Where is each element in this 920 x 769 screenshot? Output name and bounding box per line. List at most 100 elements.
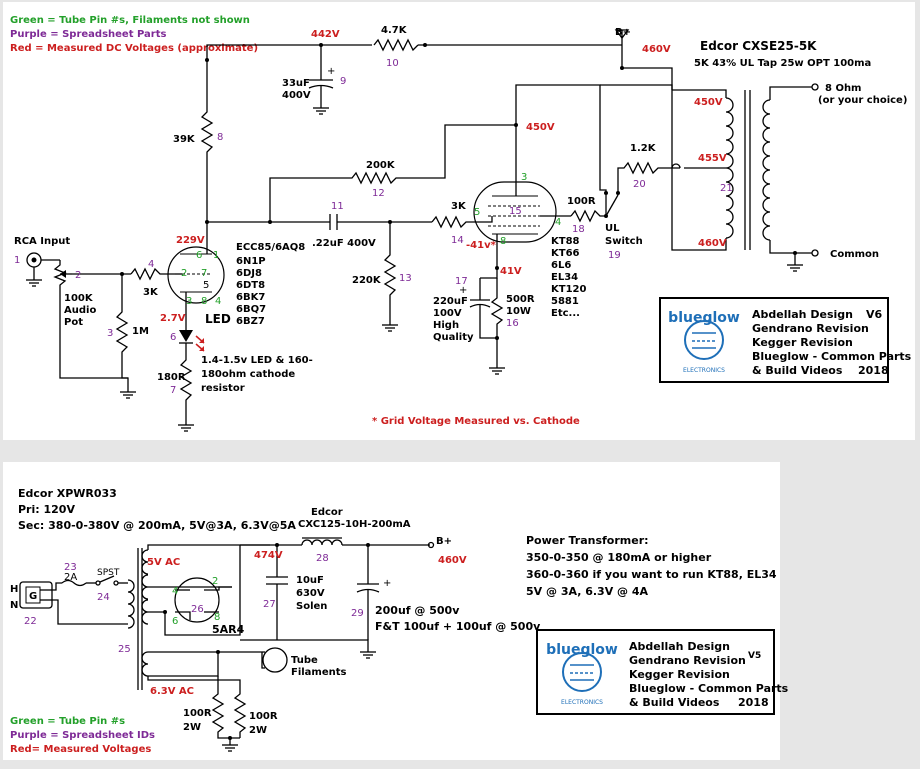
v63ac-label: 6.3V AC — [150, 686, 194, 697]
choke-id: 28 — [316, 553, 329, 564]
t2-type7: Etc... — [551, 308, 580, 319]
t1-sub1: 6N1P — [236, 256, 266, 267]
pot-id: 2 — [75, 270, 81, 281]
r4-value: 3K — [143, 287, 159, 298]
r14-id: 14 — [451, 235, 464, 246]
r13-id: 13 — [399, 273, 412, 284]
t1-pin8: 8 — [201, 296, 207, 307]
c29-value: 200uf @ 500v — [375, 604, 460, 617]
rect-pin4: 4 — [172, 586, 178, 597]
blueglow-logo-2: blueglow ELECTRONICS — [546, 642, 618, 706]
r12-id: 12 — [372, 188, 385, 199]
output-cathode-network — [469, 266, 505, 375]
r10-value: 4.7K — [381, 25, 408, 36]
r100b-power: 2W — [249, 725, 267, 736]
r8-id: 8 — [217, 132, 223, 143]
v450-plate: 450V — [526, 122, 555, 133]
r14-value: 3K — [451, 201, 467, 212]
bplus-label: B+ — [615, 27, 631, 38]
t1-sub5: 6BQ7 — [236, 304, 266, 315]
r3-resistor — [115, 274, 136, 399]
psu-legend-green: Green = Tube Pin #s — [10, 716, 125, 727]
led-note-2: 180ohm cathode — [201, 369, 295, 380]
r4-resistor — [130, 267, 175, 281]
logo2-version: V5 — [748, 651, 761, 661]
logo2-line4: Blueglow - Common Parts — [629, 682, 789, 695]
t1-pin5: 5 — [203, 280, 209, 291]
t2-type5: KT120 — [551, 284, 586, 295]
logo-line3: Kegger Revision — [752, 336, 853, 349]
iec-N: N — [10, 600, 18, 611]
fil-label-2: Filaments — [291, 667, 347, 678]
grid-note: * Grid Voltage Measured vs. Cathode — [372, 416, 580, 427]
t1-sub6: 6BZ7 — [236, 316, 265, 327]
led-note-3: resistor — [201, 383, 245, 394]
c17-plus: + — [459, 285, 467, 296]
c9-capacitor — [308, 45, 334, 115]
output-tube — [473, 123, 571, 268]
t1-pin6: 6 — [196, 250, 202, 261]
rect-pin2: 2 — [212, 576, 218, 587]
c17-value: 220uF — [433, 296, 468, 307]
t1-sub4: 6BK7 — [236, 292, 265, 303]
pot-taper: Audio — [64, 305, 96, 316]
volume-pot[interactable] — [53, 260, 131, 379]
v474-label: 474V — [254, 550, 283, 561]
rect-pin6: 6 — [172, 616, 178, 627]
t2-type1: KT88 — [551, 236, 580, 247]
r13-resistor — [382, 222, 398, 332]
ul-id: 19 — [608, 250, 621, 261]
v27-label: 2.7V — [160, 313, 186, 324]
fuse-id: 23 — [64, 562, 77, 573]
ptx-line-3: 5V @ 3A, 6.3V @ 4A — [526, 585, 649, 598]
fuse-value: 2A — [64, 572, 77, 583]
c11-value: .22uF 400V — [312, 238, 376, 249]
switch-label: SPST — [97, 568, 120, 578]
logo2-line5: & Build Videos — [629, 696, 720, 709]
led-id: 6 — [170, 332, 176, 343]
c29-plus: + — [383, 578, 391, 589]
v229-label: 229V — [176, 235, 205, 246]
t2-pin3: 3 — [521, 172, 527, 183]
t1-pin1: 1 — [213, 250, 219, 261]
bplus-rail — [206, 29, 673, 90]
c27-voltage: 630V — [296, 588, 325, 599]
pot-value: 100K — [64, 293, 94, 304]
t1-pin7: 7 — [201, 268, 207, 279]
r10-id: 10 — [386, 58, 399, 69]
c9-value: 33uF — [282, 78, 310, 89]
c17-note1: High — [433, 320, 459, 331]
rectifier-tube — [174, 577, 232, 623]
ptx-id: 25 — [118, 644, 131, 655]
psu-head-1: Edcor XPWR033 — [18, 487, 117, 500]
t2-type4: EL34 — [551, 272, 578, 283]
c9-voltage: 400V — [282, 90, 311, 101]
legend-purple: Purple = Spreadsheet Parts — [10, 29, 166, 40]
psu-head-2: Pri: 120V — [18, 503, 75, 516]
t2-id: 15 — [509, 206, 522, 217]
otx-model: Edcor CXSE25-5K — [700, 39, 817, 53]
logo-box-v6: blueglow ELECTRONICS Abdellah Design Gen… — [659, 297, 912, 383]
c11-id: 11 — [331, 201, 344, 212]
ptx-title: Power Transformer: — [526, 534, 649, 547]
psu-filter — [240, 537, 435, 659]
t1-pin3: 3 — [186, 296, 192, 307]
c17-note2: Quality — [433, 332, 474, 343]
iec-inlet[interactable] — [19, 581, 53, 609]
r7-id: 7 — [170, 385, 176, 396]
iec-id: 22 — [24, 616, 37, 627]
logo-brand: blueglow — [668, 310, 740, 326]
c9-id: 9 — [340, 76, 346, 87]
r20-value: 1.2K — [630, 143, 657, 154]
logo2-sub: ELECTRONICS — [561, 699, 603, 706]
rca-input-jack[interactable] — [26, 252, 60, 287]
r100b-value: 100R — [249, 711, 278, 722]
logo-line1: Abdellah Design — [752, 308, 853, 321]
filament-circuit — [147, 647, 288, 752]
grid-voltage: -41v* — [466, 240, 497, 251]
logo2-brand: blueglow — [546, 642, 618, 658]
logo-line4: Blueglow - Common Parts — [752, 350, 912, 363]
t2-pin5: 5 — [474, 207, 480, 218]
